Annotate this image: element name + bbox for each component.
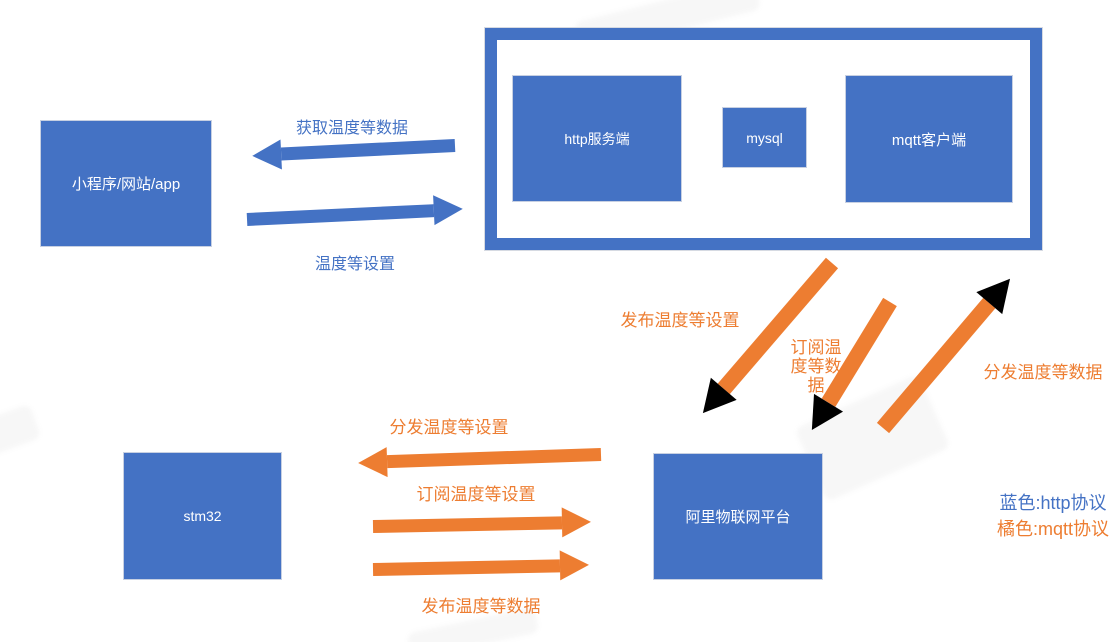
arrow-head-icon	[561, 506, 592, 538]
fetch-data-arrow	[251, 139, 456, 171]
publish-settings-label: 发布温度等设置	[620, 311, 740, 330]
distribute-settings-label: 分发温度等设置	[389, 418, 509, 437]
app-node: 小程序/网站/app	[40, 120, 212, 247]
arrow-head-icon	[251, 139, 282, 171]
arrow-head-icon	[559, 549, 590, 581]
distribute-data-arrow	[876, 267, 1023, 434]
arrow-head-icon	[357, 447, 388, 479]
subscribe-data-label: 订阅温度等数据	[790, 338, 842, 395]
stm32-node: stm32	[123, 452, 282, 580]
distribute-settings-arrow	[357, 447, 602, 479]
ali-iot-node: 阿里物联网平台	[653, 453, 823, 580]
fetch-data-label: 获取温度等数据	[295, 120, 408, 137]
publish-data-arrow	[372, 549, 590, 581]
watermark	[0, 403, 42, 457]
mysql-node: mysql	[722, 107, 807, 168]
arrow-shaft	[280, 139, 456, 161]
publish-data-label: 发布温度等数据	[421, 597, 541, 616]
stm32-node-label: stm32	[183, 508, 222, 524]
ali-iot-node-label: 阿里物联网平台	[685, 509, 791, 526]
legend-http-protocol: 蓝色:http协议	[999, 493, 1107, 513]
arrow-shaft	[372, 558, 561, 576]
subscribe-settings-arrow	[372, 506, 592, 538]
arrow-shaft	[386, 448, 602, 469]
arrow-shaft	[246, 203, 435, 226]
http-server-node-label: http服务端	[564, 130, 630, 147]
distribute-data-label: 分发温度等数据	[983, 363, 1103, 382]
arrow-shaft	[372, 515, 563, 533]
mqtt-client-node-label: mqtt客户端	[891, 131, 967, 149]
app-node-label: 小程序/网站/app	[71, 176, 181, 193]
set-temp-arrow	[246, 193, 464, 226]
mysql-node-label: mysql	[746, 129, 783, 146]
legend: 蓝色:http协议 橘色:mqtt协议	[990, 490, 1116, 542]
arrow-head-icon	[433, 193, 464, 226]
subscribe-settings-label: 订阅温度等设置	[416, 485, 536, 504]
http-server-node: http服务端	[512, 75, 682, 202]
set-temp-label: 温度等设置	[314, 256, 395, 273]
mqtt-client-node: mqtt客户端	[845, 75, 1013, 203]
legend-mqtt-protocol: 橘色:mqtt协议	[996, 519, 1109, 539]
